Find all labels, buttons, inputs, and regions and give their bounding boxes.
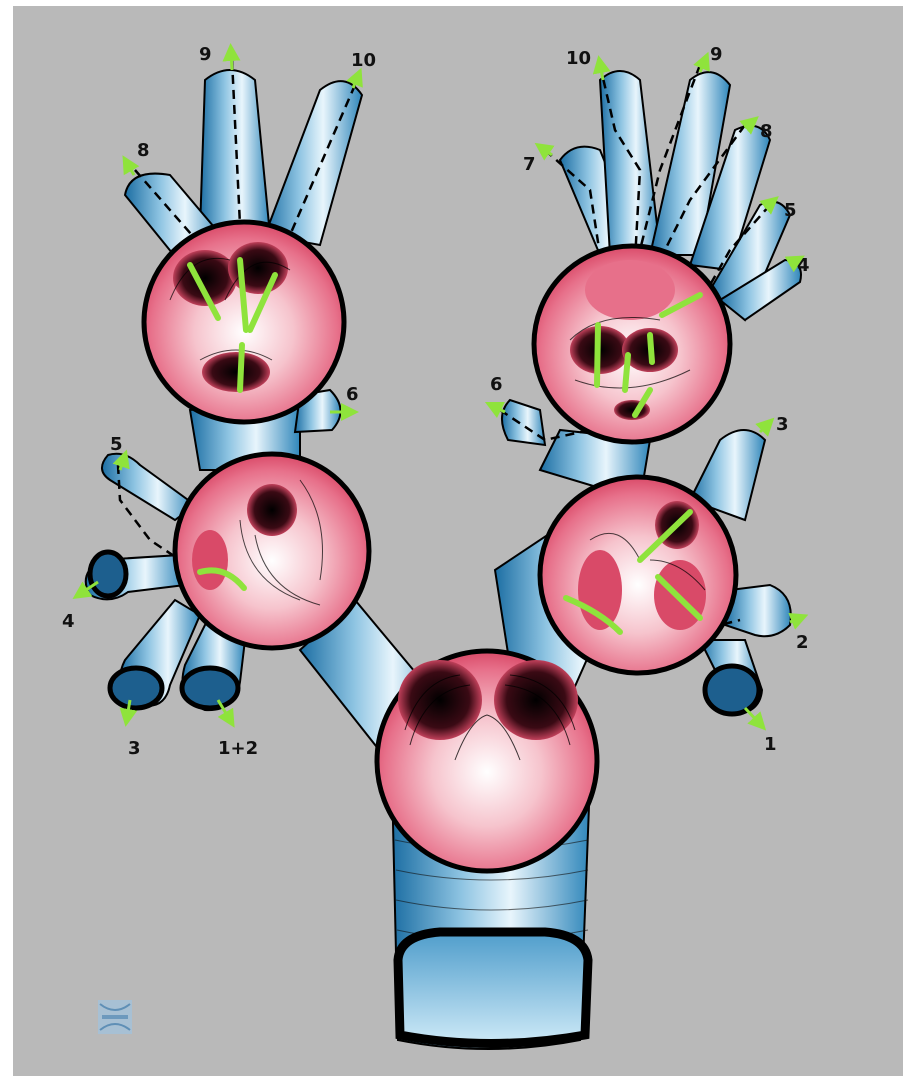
- right-lower-lobe-view: [540, 477, 736, 673]
- label-left-b3: 3: [128, 738, 141, 759]
- label-right-b4: 4: [797, 255, 810, 276]
- label-left-b8: 8: [137, 140, 150, 161]
- right-upper-lobe-view: [534, 246, 730, 442]
- label-right-b5: 5: [784, 200, 797, 221]
- label-left-b6: 6: [346, 384, 359, 405]
- label-right-b6: 6: [490, 374, 503, 395]
- carina-view: [377, 651, 597, 871]
- label-right-b1: 1: [764, 734, 777, 755]
- opening-left-3: [110, 668, 162, 708]
- label-right-b10: 10: [566, 48, 591, 69]
- label-right-b9: 9: [710, 44, 723, 65]
- label-left-b5: 5: [110, 434, 123, 455]
- label-right-b7: 7: [523, 154, 536, 175]
- opening-left-4: [90, 552, 126, 596]
- label-right-b3: 3: [776, 414, 789, 435]
- left-lower-lobe-view: [175, 454, 369, 648]
- label-left-b9: 9: [199, 44, 212, 65]
- label-right-b2: 2: [796, 632, 809, 653]
- opening-left-12: [182, 668, 238, 708]
- trachea-lumen: [398, 932, 588, 1044]
- label-left-b10: 10: [351, 50, 376, 71]
- label-left-b12: 1+2: [218, 738, 258, 759]
- opening-right-1: [705, 666, 759, 714]
- logo-icon: [98, 1000, 132, 1034]
- label-left-b4: 4: [62, 611, 75, 632]
- label-right-b8: 8: [760, 121, 773, 142]
